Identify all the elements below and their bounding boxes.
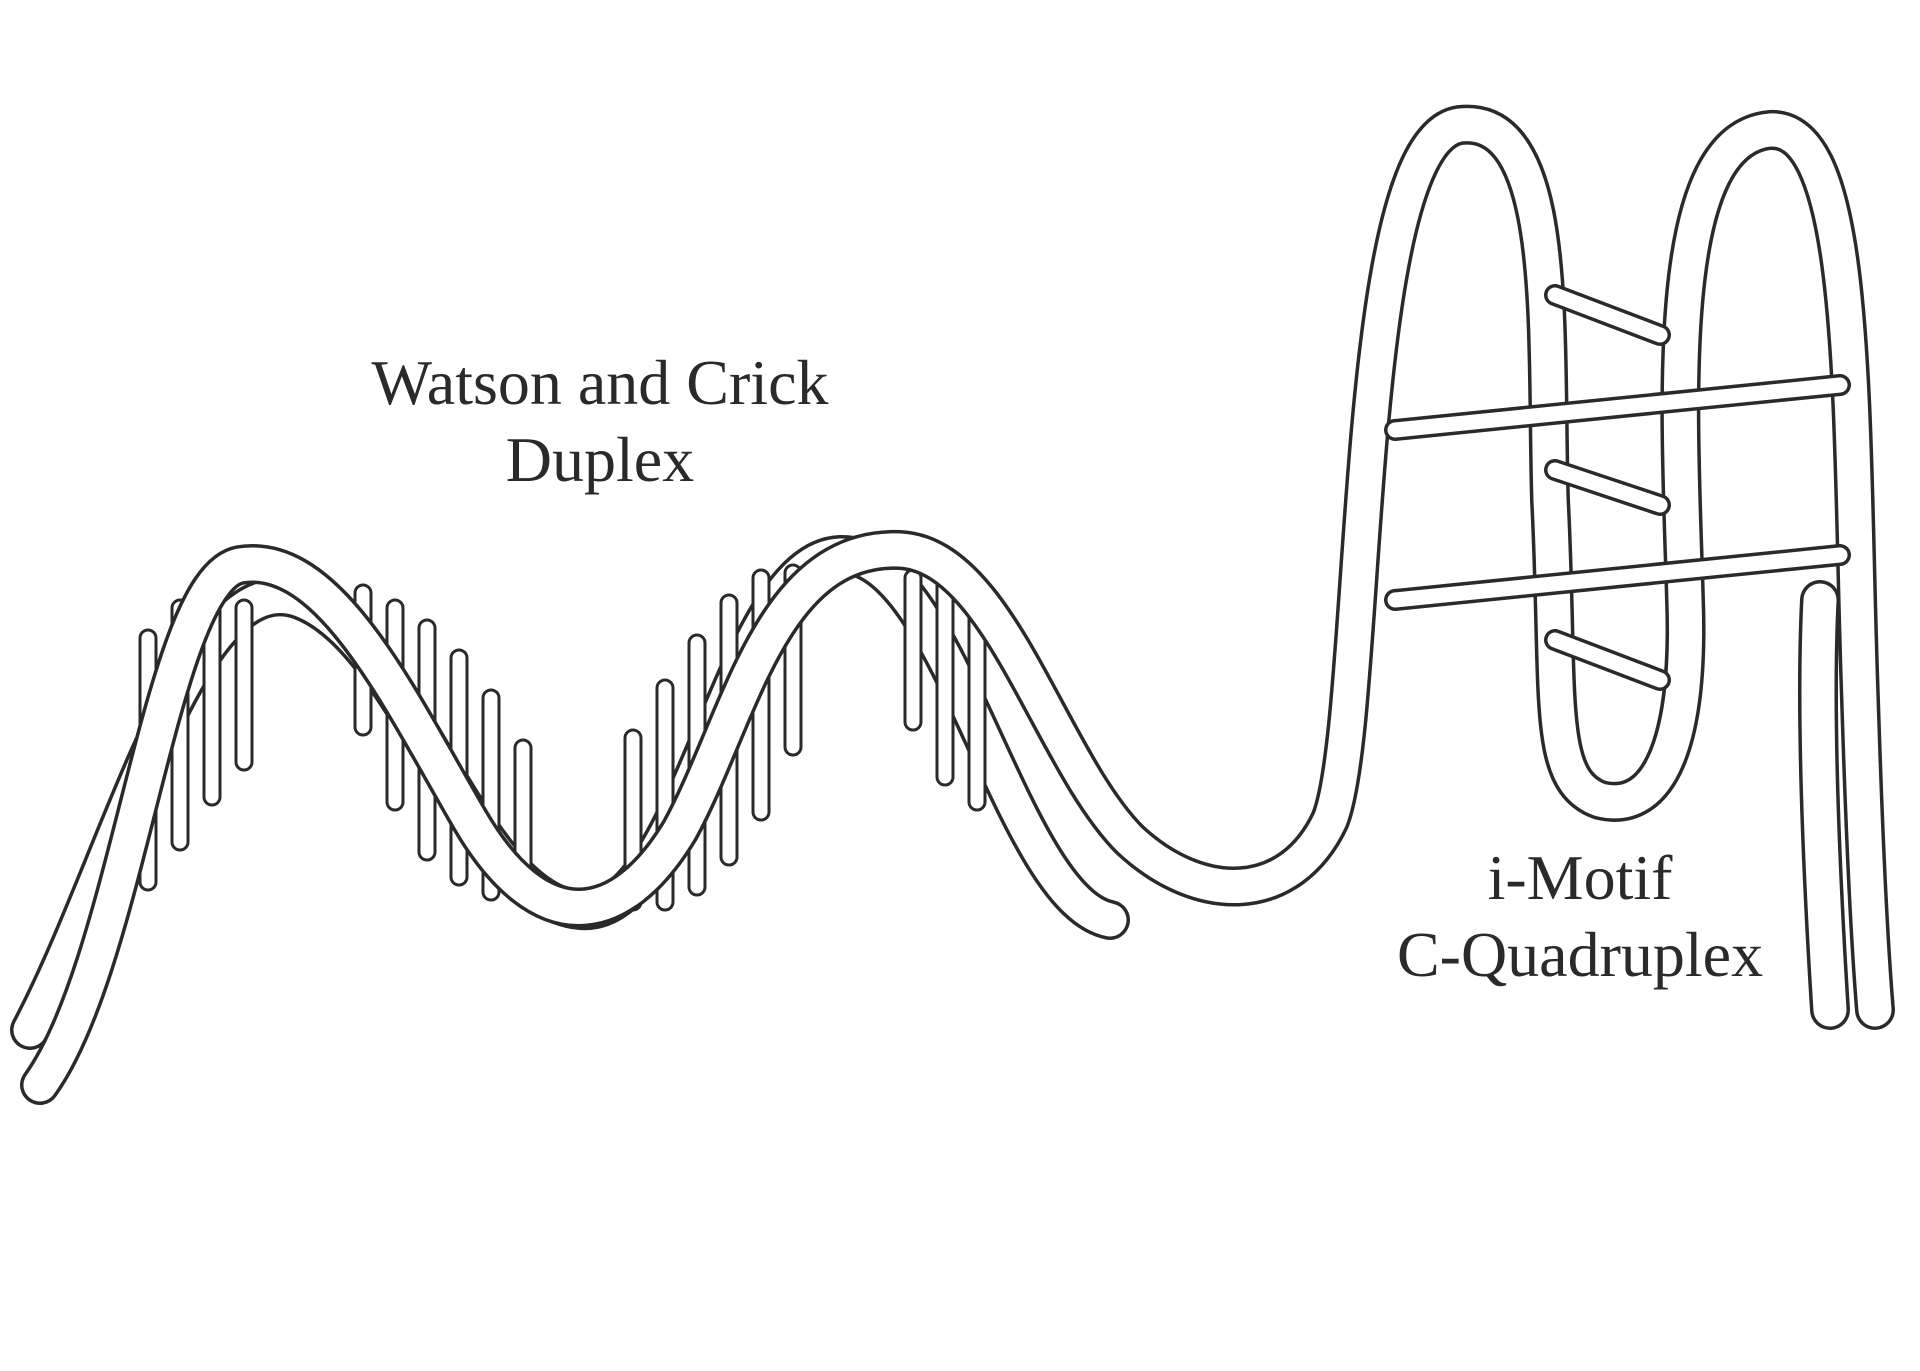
base-pair xyxy=(903,568,923,732)
imotif-rung xyxy=(1547,287,1668,343)
duplex-label-line1: Watson and Crick xyxy=(371,347,829,418)
duplex-front-strand xyxy=(20,104,1895,1105)
imotif-trailing-strand xyxy=(1798,580,1850,1030)
imotif-label: i-Motif C-Quadruplex xyxy=(1380,840,1780,994)
imotif-label-line2: C-Quadruplex xyxy=(1396,918,1764,990)
base-pair xyxy=(935,573,955,787)
imotif-rungs xyxy=(1384,284,1851,691)
duplex-label: Watson and Crick Duplex xyxy=(360,345,840,499)
imotif-rung xyxy=(1387,377,1848,438)
base-pair xyxy=(234,598,254,772)
imotif-rung xyxy=(1547,462,1668,513)
imotif-label-line1: i-Motif xyxy=(1487,842,1673,913)
imotif-rung xyxy=(1547,632,1668,688)
duplex-label-line2: Duplex xyxy=(505,423,695,495)
imotif-rung xyxy=(1387,547,1848,608)
